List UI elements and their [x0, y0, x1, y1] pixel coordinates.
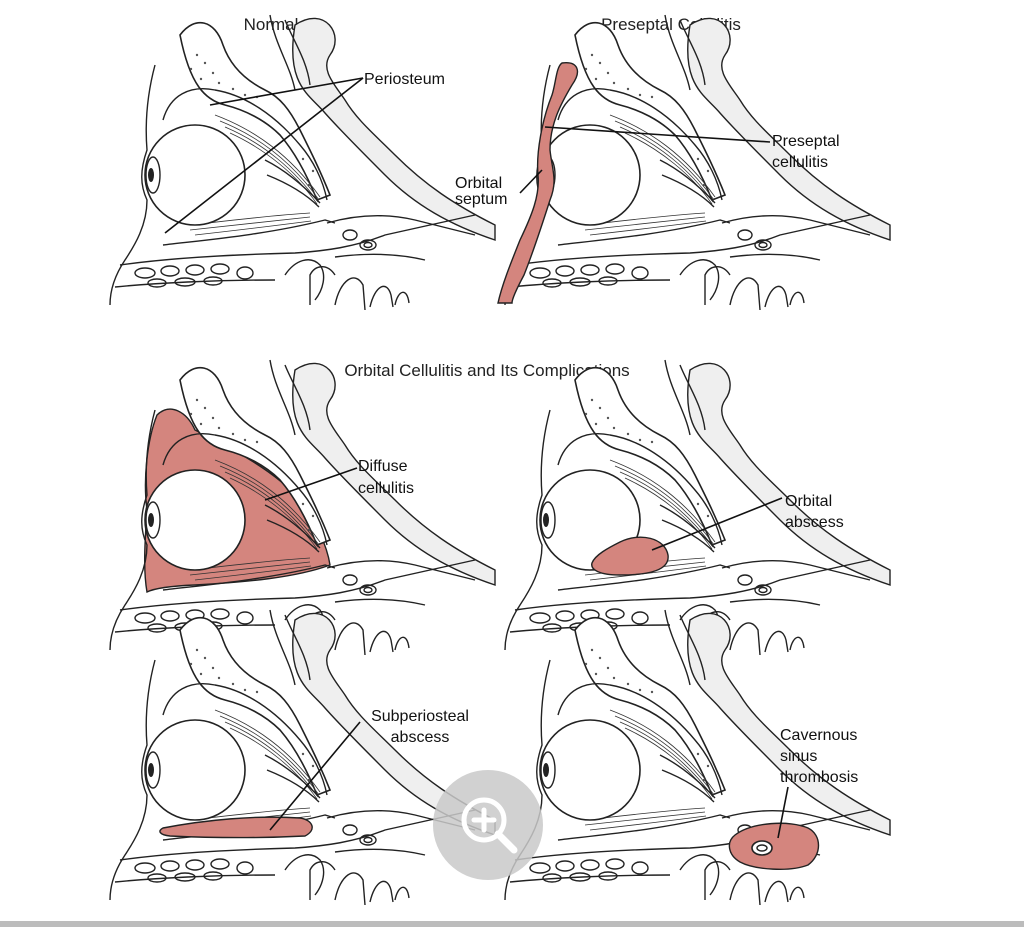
panel-cavernous-sinus-thrombosis	[504, 609, 891, 906]
label-cavernous-2: sinus	[780, 748, 817, 765]
label-diffuse-1: Diffuse	[358, 458, 408, 475]
label-orbital-abscess-1: Orbital	[785, 493, 832, 510]
zoom-in-button[interactable]	[433, 770, 543, 880]
label-orbital-abscess-2: abscess	[785, 514, 844, 531]
label-orbital-septum-1: Orbital	[455, 175, 502, 192]
subperiosteal-abscess-region	[159, 816, 313, 839]
preseptal-infection-region	[497, 62, 579, 304]
orbital-abscess-region	[591, 536, 669, 576]
panel-preseptal	[497, 14, 891, 311]
cavernous-sinus-thrombosis-region	[728, 822, 820, 870]
panel-diffuse-cellulitis	[109, 359, 496, 656]
panel-orbital-abscess	[504, 359, 891, 656]
label-subperiosteal-1: Subperiosteal	[371, 708, 469, 725]
bottom-divider	[0, 921, 1024, 927]
label-periosteum: Periosteum	[364, 71, 445, 88]
label-diffuse-2: cellulitis	[358, 480, 414, 497]
zoom-in-icon	[461, 797, 518, 854]
panel-subperiosteal-abscess	[109, 609, 496, 906]
label-cavernous-1: Cavernous	[780, 727, 857, 744]
label-preseptal-1: Preseptal	[772, 133, 840, 150]
title-orbital: Orbital Cellulitis and Its Complications	[344, 361, 629, 380]
panel-normal	[109, 14, 496, 311]
label-subperiosteal-2: abscess	[391, 729, 450, 746]
label-cavernous-3: thrombosis	[780, 769, 858, 786]
title-normal: Normal	[244, 15, 299, 34]
label-preseptal-2: cellulitis	[772, 154, 828, 171]
label-orbital-septum-2: septum	[455, 191, 507, 208]
